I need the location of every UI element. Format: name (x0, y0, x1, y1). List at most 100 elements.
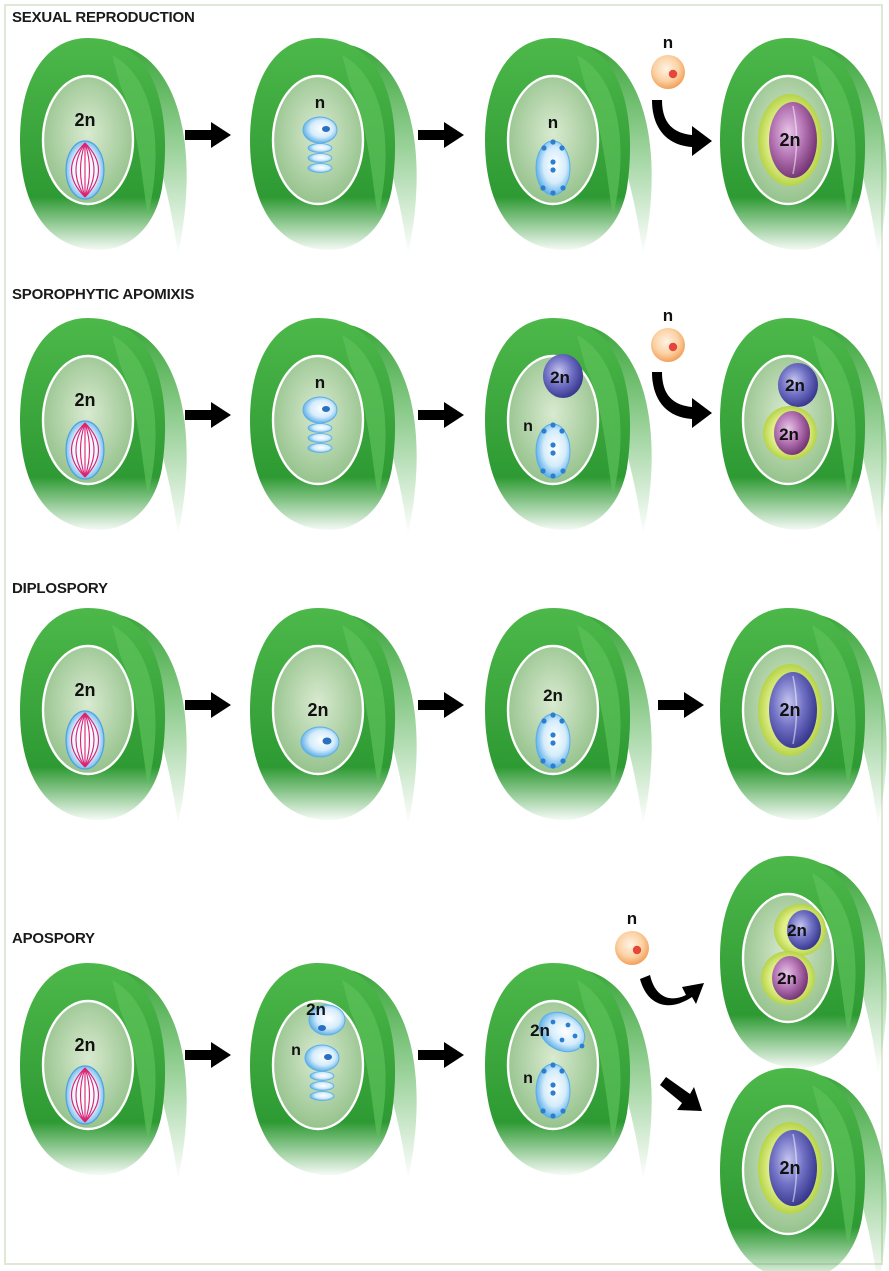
ploidy-label: 2n (74, 390, 95, 410)
ploidy-label: n (627, 909, 637, 928)
nucleus (550, 763, 555, 768)
pollen-grain (651, 55, 685, 89)
sperm-nucleus (633, 946, 641, 954)
nucleus (580, 1044, 585, 1049)
pollen-grain (651, 328, 685, 362)
nucleus (559, 718, 564, 723)
ovule-3-3 (485, 608, 652, 825)
degenerate-megaspore (308, 164, 332, 173)
pollen-sperm: n (651, 33, 685, 89)
ovule-1-2 (250, 38, 417, 255)
nucleus (550, 473, 555, 478)
degenerate-megaspore (308, 434, 332, 443)
process-arrow (185, 402, 231, 428)
nucleus (540, 185, 545, 190)
nucleus (540, 1108, 545, 1113)
nucleus (550, 740, 555, 745)
ploidy-label: 2n (787, 921, 807, 940)
nucleus (550, 712, 555, 717)
ploidy-label: 2n (543, 686, 563, 705)
nucleus (550, 139, 555, 144)
ploidy-label: n (315, 93, 325, 112)
nucleus (550, 190, 555, 195)
megaspore-cell (301, 727, 339, 757)
ploidy-label: 2n (530, 1021, 550, 1040)
ploidy-label: 2n (307, 700, 328, 720)
ploidy-label: 2n (777, 969, 797, 988)
nucleus (560, 185, 565, 190)
ovule-4-2 (250, 963, 417, 1180)
pollen-sperm: n (615, 909, 649, 965)
ovule-4-1 (20, 963, 187, 1180)
megaspore-cell (303, 117, 337, 143)
ovule-3-2 (250, 608, 417, 825)
nucleus (323, 738, 332, 745)
nucleus (541, 1068, 546, 1073)
adventitious-embryo: 2n (543, 354, 583, 398)
nucleus (551, 1020, 556, 1025)
nucleus (550, 167, 555, 172)
process-arrow (660, 1077, 702, 1111)
megaspore-cell (305, 1045, 339, 1071)
nucleus (550, 442, 555, 447)
process-arrow (418, 1042, 464, 1068)
ploidy-label: 2n (785, 376, 805, 395)
seed-sexual: 2n (758, 94, 822, 186)
nucleus (540, 468, 545, 473)
process-arrow (658, 692, 704, 718)
nucleus (559, 145, 564, 150)
nucleus (560, 758, 565, 763)
process-arrow (185, 122, 231, 148)
ploidy-label: n (523, 1070, 533, 1087)
ploidy-label: n (315, 373, 325, 392)
nucleus (318, 1025, 326, 1031)
ploidy-label: n (663, 306, 673, 325)
degenerate-megaspore (308, 424, 332, 433)
nucleus (550, 1113, 555, 1118)
nucleus (540, 758, 545, 763)
sperm-nucleus (669, 343, 677, 351)
nucleus (559, 428, 564, 433)
nucleus (550, 422, 555, 427)
degenerate-megaspore (310, 1082, 334, 1091)
nucleus (560, 1108, 565, 1113)
fertilization-arrow (652, 372, 712, 428)
process-arrow (418, 122, 464, 148)
pollen-sperm: n (651, 306, 685, 362)
nucleus (560, 468, 565, 473)
ovule-4-3 (485, 963, 652, 1180)
ploidy-label: n (291, 1042, 301, 1059)
ovule-2-1 (20, 318, 187, 535)
degenerate-megaspore (310, 1072, 334, 1081)
nucleus (560, 1038, 565, 1043)
nucleus (550, 1082, 555, 1087)
nucleus (541, 145, 546, 150)
nucleus (566, 1023, 571, 1028)
pollen-grain (615, 931, 649, 965)
seed-diplospory: 2n (758, 664, 822, 756)
fertilization-arrow (640, 975, 704, 1005)
degenerate-megaspore (310, 1092, 334, 1101)
degenerate-megaspore (308, 144, 332, 153)
nucleus (550, 732, 555, 737)
process-arrow (185, 692, 231, 718)
ploidy-label: n (663, 33, 673, 52)
ovule-2-2 (250, 318, 417, 535)
ploidy-label: 2n (779, 1158, 800, 1178)
nucleus (322, 406, 330, 412)
nucleus (550, 1062, 555, 1067)
ploidy-label: 2n (74, 1035, 95, 1055)
nucleus (322, 126, 330, 132)
nucleus (550, 1090, 555, 1095)
fertilization-arrow (652, 100, 712, 156)
ploidy-label: 2n (74, 680, 95, 700)
ovule-2-3 (485, 318, 652, 535)
nucleus (541, 428, 546, 433)
nucleus (550, 159, 555, 164)
nucleus (559, 1068, 564, 1073)
ploidy-label: n (548, 113, 558, 132)
embryo-sac (536, 1062, 570, 1118)
ploidy-label: 2n (306, 1000, 326, 1019)
embryo-sac (536, 422, 570, 478)
ploidy-label: 2n (779, 130, 800, 150)
